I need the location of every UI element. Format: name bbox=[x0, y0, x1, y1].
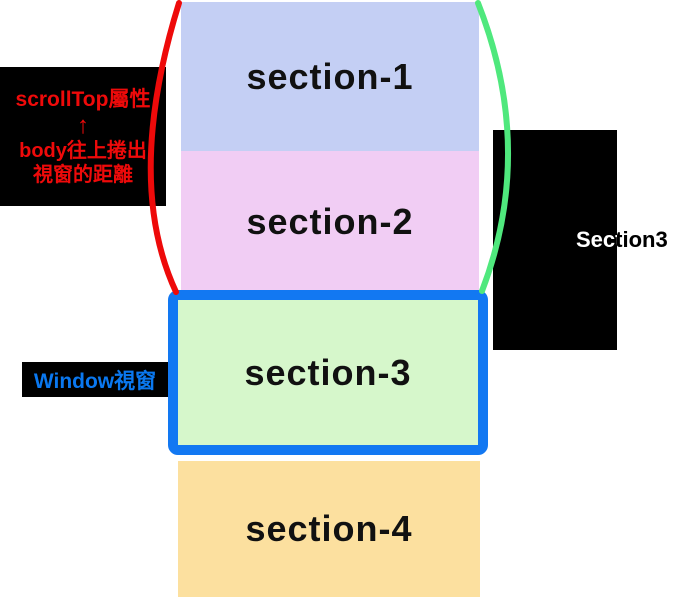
section-4-block: section-4 bbox=[178, 461, 480, 597]
window-label-box: Window視窗 bbox=[22, 362, 168, 397]
scroll-distance-text-line2: 視窗的距離 bbox=[33, 163, 133, 186]
section-1-block: section-1 bbox=[181, 2, 479, 151]
section-3-label: section-3 bbox=[244, 351, 412, 393]
scrolltop-label-box: scrollTop屬性 ↑ body往上捲出 視窗的距離 bbox=[0, 67, 166, 206]
window-label-text: Window視窗 bbox=[33, 369, 157, 393]
scroll-distance-text-line1: body往上捲出 bbox=[19, 139, 147, 162]
section-2-label: section-2 bbox=[246, 201, 414, 242]
section-4-label: section-4 bbox=[245, 508, 413, 549]
scrolltop-property-text: scrollTop屬性 bbox=[15, 87, 151, 111]
section-1-label: section-1 bbox=[246, 55, 414, 97]
section3-overflow-label: Section3 bbox=[576, 227, 668, 252]
window-viewport-frame: section-3 bbox=[168, 290, 488, 455]
up-arrow-icon: ↑ bbox=[77, 111, 89, 139]
section-2-block: section-2 bbox=[181, 151, 479, 293]
right-black-box bbox=[493, 130, 617, 350]
